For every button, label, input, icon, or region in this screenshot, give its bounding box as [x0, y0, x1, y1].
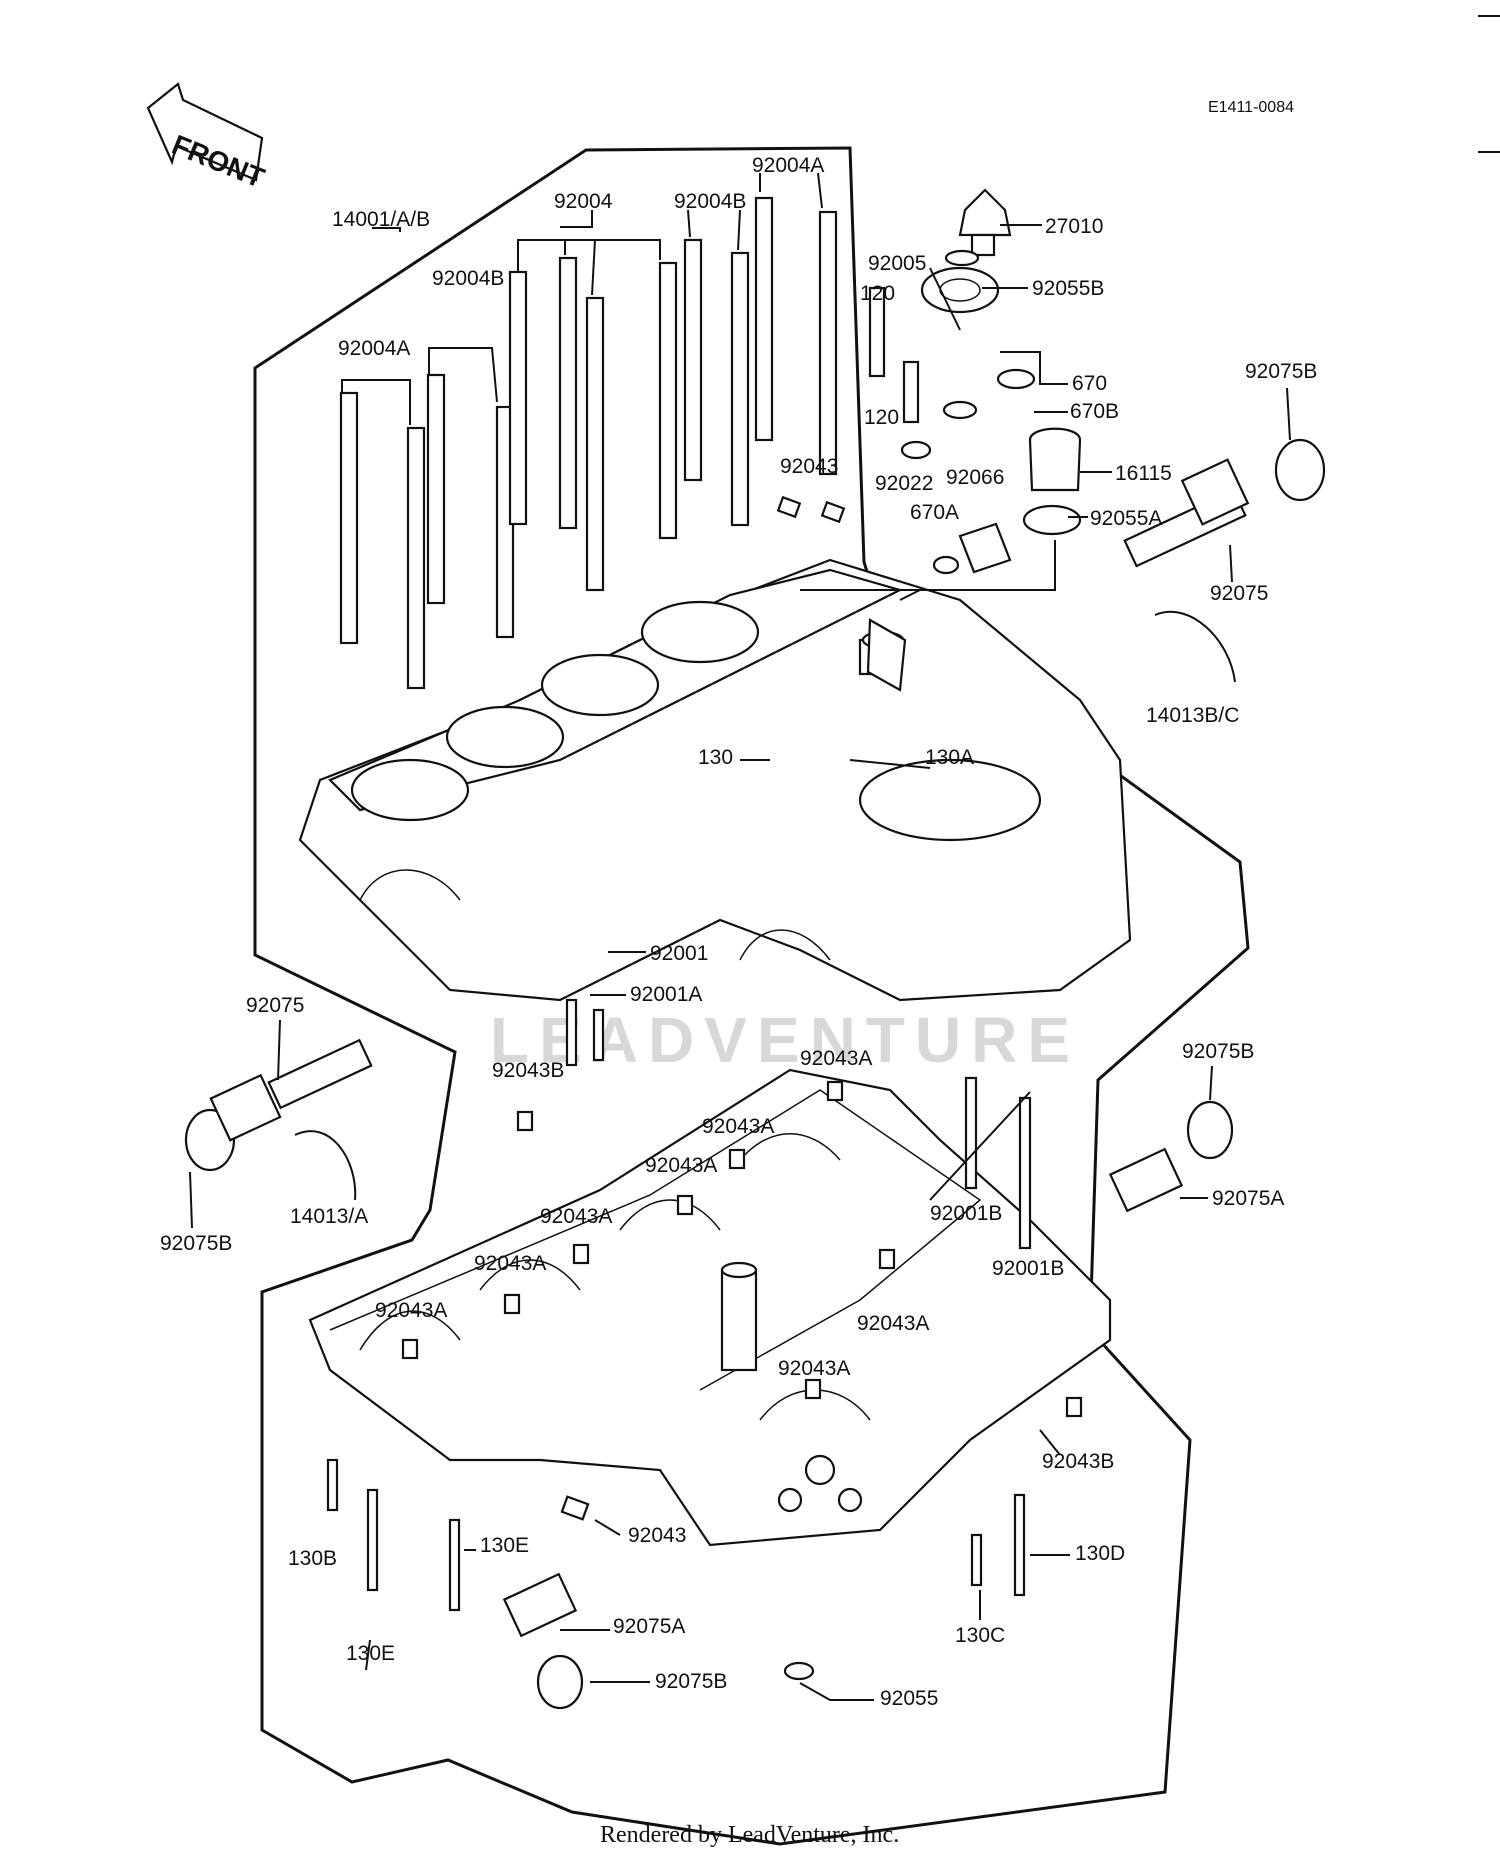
- part-label-14001: 14001/A/B: [332, 208, 430, 231]
- part-label-92043a-1: 92043A: [800, 1047, 872, 1070]
- front-arrow-icon: FRONT: [146, 82, 269, 194]
- part-label-92043-top: 92043: [780, 455, 838, 478]
- upper-crankcase: [298, 558, 1132, 1002]
- part-label-92043a-6: 92043A: [375, 1299, 447, 1322]
- lower-crankcase: [308, 1068, 1112, 1547]
- part-label-670b: 670B: [1070, 400, 1119, 423]
- part-label-92004: 92004: [554, 190, 613, 213]
- part-label-92004b-top: 92004B: [674, 190, 746, 213]
- part-label-92004a-top: 92004A: [752, 154, 824, 177]
- part-label-92055b: 92055B: [1032, 277, 1104, 300]
- part-label-92075b-right: 92075B: [1245, 360, 1317, 383]
- part-label-130a: 130A: [925, 746, 974, 769]
- part-label-130e-left: 130E: [346, 1642, 395, 1665]
- part-label-92043a-3: 92043A: [645, 1154, 717, 1177]
- part-label-92043a-8: 92043A: [778, 1357, 850, 1380]
- part-label-14013a: 14013/A: [290, 1205, 368, 1228]
- part-label-130b: 130B: [288, 1547, 337, 1570]
- stud-bolts: [339, 196, 838, 690]
- part-label-92066: 92066: [946, 466, 1004, 489]
- part-label-92043a-4: 92043A: [540, 1205, 612, 1228]
- part-label-130: 130: [698, 746, 733, 769]
- part-label-92005: 92005: [868, 252, 926, 275]
- part-label-92022: 92022: [875, 472, 933, 495]
- part-label-92075-right: 92075: [1210, 582, 1268, 605]
- part-label-27010: 27010: [1045, 215, 1103, 238]
- part-label-92043a-2: 92043A: [702, 1115, 774, 1138]
- watermark: LEADVENTURE: [490, 1004, 1080, 1076]
- part-label-92001b-1: 92001B: [930, 1202, 1002, 1225]
- part-label-92043a-5: 92043A: [474, 1252, 546, 1275]
- part-label-92001: 92001: [650, 942, 708, 965]
- diagram-code: E1411-0084: [1208, 99, 1294, 116]
- part-label-92043a-7: 92043A: [857, 1312, 929, 1335]
- leader-lines: [341, 172, 823, 425]
- footer-credit: Rendered by LeadVenture, Inc.: [600, 1822, 899, 1848]
- oil-pressure-switch-parts: [868, 188, 1082, 575]
- part-label-92043b-right: 92043B: [1042, 1450, 1114, 1473]
- part-label-92075-left: 92075: [246, 994, 304, 1017]
- part-label-92075b-left: 92075B: [160, 1232, 232, 1255]
- part-label-92004a: 92004A: [338, 337, 410, 360]
- part-label-92075a-bottom: 92075A: [613, 1615, 685, 1638]
- part-label-92043-bottom: 92043: [628, 1524, 686, 1547]
- part-label-92043b-left: 92043B: [492, 1059, 564, 1082]
- part-label-16115: 16115: [1115, 462, 1172, 485]
- part-label-92075b-bottom: 92075B: [655, 1670, 727, 1693]
- part-label-670a: 670A: [910, 501, 959, 524]
- part-label-92001b-2: 92001B: [992, 1257, 1064, 1280]
- part-label-130e-right: 130E: [480, 1534, 529, 1557]
- part-label-92075b-mid-right: 92075B: [1182, 1040, 1254, 1063]
- dowel-pins: [401, 495, 1083, 1521]
- part-labels: 92004A 92004 92004B 14001/A/B 92004B 920…: [160, 154, 1317, 1710]
- part-label-92055: 92055: [880, 1687, 938, 1710]
- part-label-92001a: 92001A: [630, 983, 702, 1006]
- part-label-14013bc: 14013B/C: [1146, 704, 1239, 727]
- part-label-130d: 130D: [1075, 1542, 1125, 1565]
- part-label-130c: 130C: [955, 1624, 1005, 1647]
- part-label-92004b: 92004B: [432, 267, 504, 290]
- part-label-92055a: 92055A: [1090, 507, 1162, 530]
- part-label-92075a-right: 92075A: [1212, 1187, 1284, 1210]
- part-label-120-top: 120: [860, 282, 895, 305]
- part-label-120: 120: [864, 406, 899, 429]
- label-leaders: [189, 224, 1291, 1701]
- oil-filter-parts: [184, 438, 1326, 1710]
- part-label-670: 670: [1072, 372, 1107, 395]
- lower-bolts: [326, 998, 1032, 1612]
